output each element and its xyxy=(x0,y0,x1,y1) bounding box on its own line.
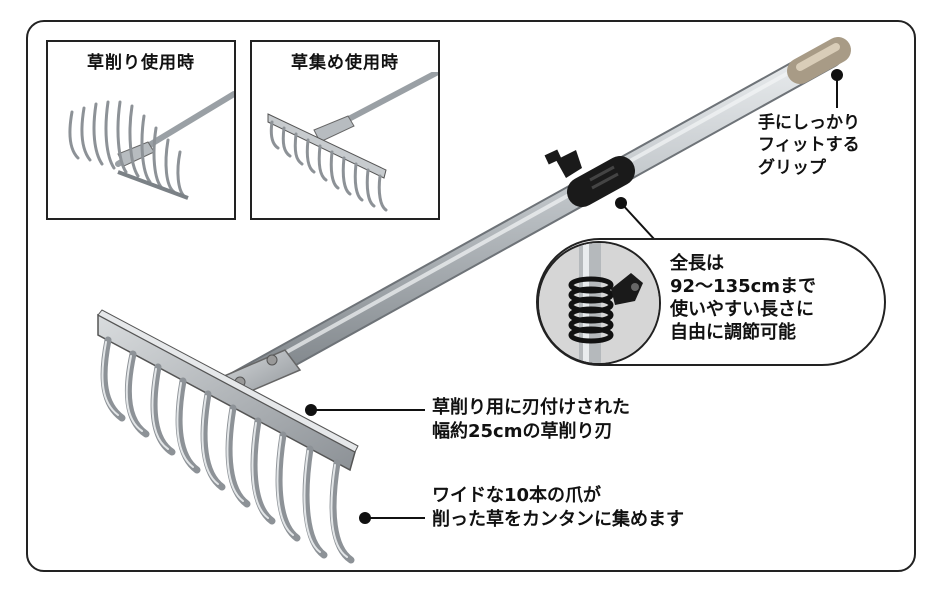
grip-callout: 手にしっかり フィットする グリップ xyxy=(758,112,860,179)
grip xyxy=(787,37,851,84)
rake-gathering-icon xyxy=(267,72,438,212)
tines-callout-line-1: ワイドな10本の爪が xyxy=(432,485,602,506)
blade-callout-line-2: 幅約25cmの草削り刃 xyxy=(432,420,613,442)
blade-callout-line-1: 草削り用に刃付けされた xyxy=(432,397,630,418)
leader-blade xyxy=(305,404,425,416)
rake-scraping-icon xyxy=(68,91,234,200)
leader-length xyxy=(615,197,656,241)
grip-callout-line-2: フィットする xyxy=(758,135,860,156)
length-callout-line-4: 自由に調節可能 xyxy=(670,322,796,344)
tines-callout: ワイドな10本の爪が 削った草をカンタンに集めます xyxy=(432,484,684,532)
blade-callout: 草削り用に刃付けされた 幅約25cmの草削り刃 xyxy=(432,396,630,444)
tines-callout-line-2: 削った草をカンタンに集めます xyxy=(432,508,684,530)
leader-grip xyxy=(831,69,843,108)
length-adjust-clamp xyxy=(544,149,635,207)
leader-tines xyxy=(359,512,425,524)
grip-callout-line-1: 手にしっかり xyxy=(758,113,860,133)
length-callout: 全長は 92〜135cmまで 使いやすい長さに 自由に調節可能 xyxy=(670,252,816,344)
length-callout-line-1: 全長は xyxy=(670,253,724,274)
rake-pole xyxy=(222,42,843,398)
inset-scraping-title: 草削り使用時 xyxy=(87,53,195,73)
inset-gathering-title: 草集め使用時 xyxy=(291,53,399,73)
length-callout-line-2: 92〜135cmまで xyxy=(670,276,817,298)
grip-callout-line-3: グリップ xyxy=(758,157,826,178)
clamp-closeup-icon xyxy=(539,243,659,363)
inset-gathering: 草集め使用時 xyxy=(250,40,440,220)
inset-scraping: 草削り使用時 xyxy=(46,40,236,220)
length-callout-line-3: 使いやすい長さに xyxy=(670,299,814,321)
rake-head xyxy=(97,309,359,564)
clamp-closeup xyxy=(537,241,661,365)
